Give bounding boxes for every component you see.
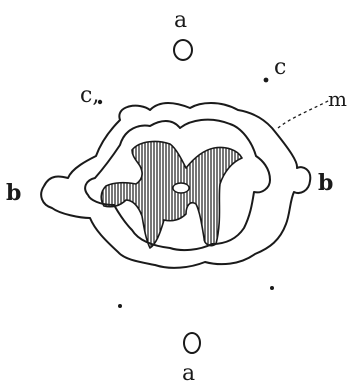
label-a-top: a — [174, 8, 187, 33]
dot-bottom-left — [118, 304, 122, 308]
hatched-core — [101, 142, 242, 248]
dot-bottom-right — [270, 286, 274, 290]
c-right-dot — [264, 78, 269, 83]
a-bottom-circle — [184, 333, 200, 353]
central-canal — [173, 183, 189, 193]
label-a-bottom: a — [182, 361, 195, 386]
m-leader-line — [278, 100, 330, 128]
label-b-left: b — [6, 180, 21, 206]
label-b-right: b — [318, 170, 333, 196]
label-c-right: c — [274, 55, 286, 80]
a-top-circle — [174, 40, 192, 60]
label-m: m — [328, 87, 347, 111]
label-c-left: c, — [80, 83, 99, 108]
